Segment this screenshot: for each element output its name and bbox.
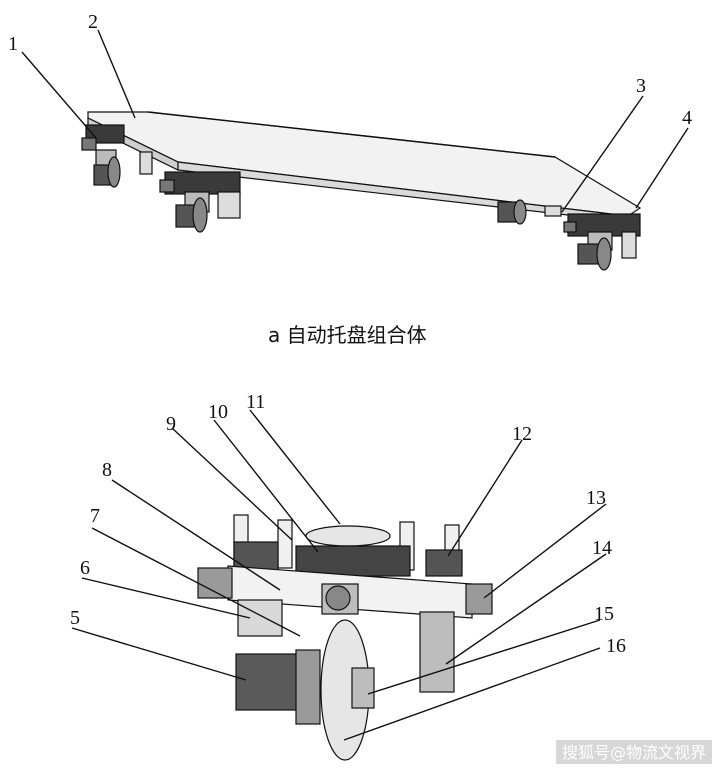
label-12: 12 xyxy=(512,423,532,445)
wheel-module-right xyxy=(563,213,641,271)
label-11: 11 xyxy=(246,391,265,413)
label-16: 16 xyxy=(606,635,626,657)
label-2: 2 xyxy=(88,11,98,33)
caption-a: a 自动托盘组合体 xyxy=(268,323,427,347)
wheel-module-2 xyxy=(159,171,241,233)
label-9: 9 xyxy=(166,413,176,435)
watermark: 搜狐号@物流文视界 xyxy=(562,743,706,762)
leader-1 xyxy=(21,51,97,139)
label-10: 10 xyxy=(208,401,228,423)
wheel-module-detail xyxy=(197,514,493,761)
label-13: 13 xyxy=(586,487,606,509)
leader-3 xyxy=(561,95,644,213)
leader-4 xyxy=(635,127,689,209)
label-4: 4 xyxy=(682,107,692,129)
label-8: 8 xyxy=(102,459,112,481)
leader-2 xyxy=(97,29,136,119)
wheel-module-1 xyxy=(81,124,153,188)
watermark-bg xyxy=(556,740,712,764)
label-15: 15 xyxy=(594,603,614,625)
label-5: 5 xyxy=(70,607,80,629)
label-14: 14 xyxy=(592,537,612,559)
pallet-assembly xyxy=(21,29,689,271)
label-6: 6 xyxy=(80,557,90,579)
label-3: 3 xyxy=(636,75,646,97)
label-7: 7 xyxy=(90,505,100,527)
label-1: 1 xyxy=(8,33,18,55)
leaders-b xyxy=(71,409,607,741)
wheel-module-middle xyxy=(497,199,562,225)
